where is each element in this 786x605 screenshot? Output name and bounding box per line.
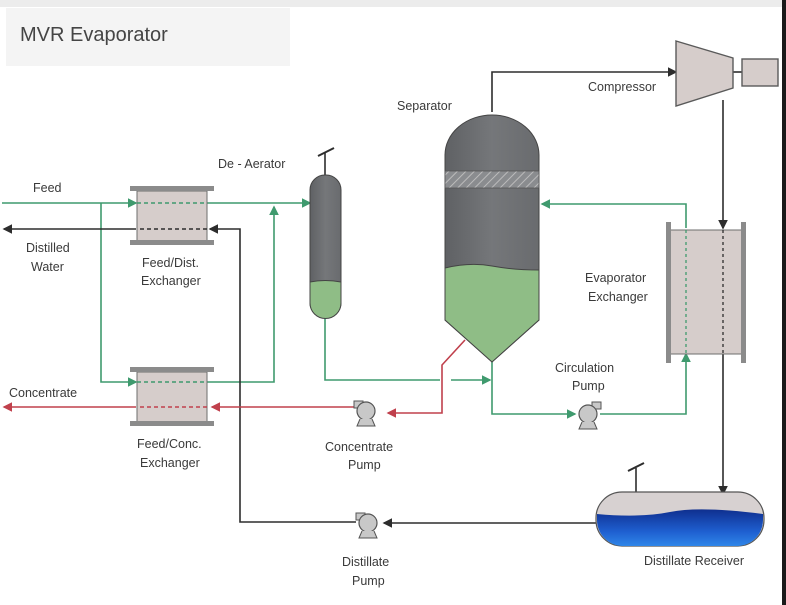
- feed-conc-exchanger-label-line2: Exchanger: [140, 456, 200, 470]
- circulation-pump[interactable]: [578, 401, 602, 430]
- concentrate-pump[interactable]: [353, 400, 376, 427]
- compressor-label: Compressor: [588, 80, 656, 94]
- diagram-title: MVR Evaporator: [20, 24, 168, 46]
- separator-to-concentrate-pump-line: [386, 339, 466, 418]
- top-bar: [0, 0, 786, 7]
- right-edge-bar: [782, 0, 786, 605]
- distillate-pump-label-line2: Pump: [352, 574, 385, 588]
- feed-dist-exchanger-label-line2: Exchanger: [141, 274, 201, 288]
- separator-to-circulation-pump-line: [491, 362, 577, 419]
- evaporator-exchanger-label-line2: Exchanger: [588, 290, 648, 304]
- distillate-pump-label-line1: Distillate: [342, 555, 389, 569]
- distilled-water-label-line1: Distilled: [26, 241, 70, 255]
- circulation-pump-label-line2: Pump: [572, 379, 605, 393]
- compressor-suction-line: [491, 67, 678, 112]
- evaporator-to-separator-line: [540, 199, 687, 228]
- title-panel: [6, 8, 290, 66]
- distillate-receiver[interactable]: [595, 462, 765, 547]
- separator[interactable]: [444, 114, 540, 363]
- deaerator-outlet-line: [324, 318, 440, 381]
- concentrate-pump-label-line1: Concentrate: [325, 440, 393, 454]
- compressor[interactable]: [675, 40, 779, 107]
- circulation-pump-to-evaporator-line: [600, 352, 691, 415]
- evaporator-exchanger-label-line1: Evaporator: [585, 271, 646, 285]
- distillate-receiver-label: Distillate Receiver: [644, 554, 744, 568]
- feed-lines: [2, 198, 691, 419]
- feed-dist-exchanger-label-line1: Feed/Dist.: [142, 256, 199, 270]
- feed-conc-exchanger[interactable]: [130, 367, 214, 426]
- feed-bypass-line: [100, 203, 138, 387]
- concentrate-label: Concentrate: [9, 386, 77, 400]
- feed-conc-exchanger-label-line1: Feed/Conc.: [137, 437, 202, 451]
- separator-label: Separator: [397, 99, 452, 113]
- feed-dist-exchanger[interactable]: [130, 186, 214, 245]
- conc-exchanger-return-line: [206, 205, 279, 383]
- concentrate-lines: [2, 339, 466, 418]
- distilled-water-label-line2: Water: [31, 260, 64, 274]
- de-aerator-label: De - Aerator: [218, 157, 285, 171]
- distillate-pump[interactable]: [355, 512, 378, 539]
- concentrate-pump-label-line2: Pump: [348, 458, 381, 472]
- de-aerator[interactable]: [309, 147, 342, 319]
- distillate-pump-to-exchanger-line: [208, 224, 356, 523]
- compressor-motor: [741, 58, 779, 87]
- circulation-pump-label-line1: Circulation: [555, 361, 614, 375]
- feed-label: Feed: [33, 181, 62, 195]
- evaporator-exchanger[interactable]: [666, 222, 746, 363]
